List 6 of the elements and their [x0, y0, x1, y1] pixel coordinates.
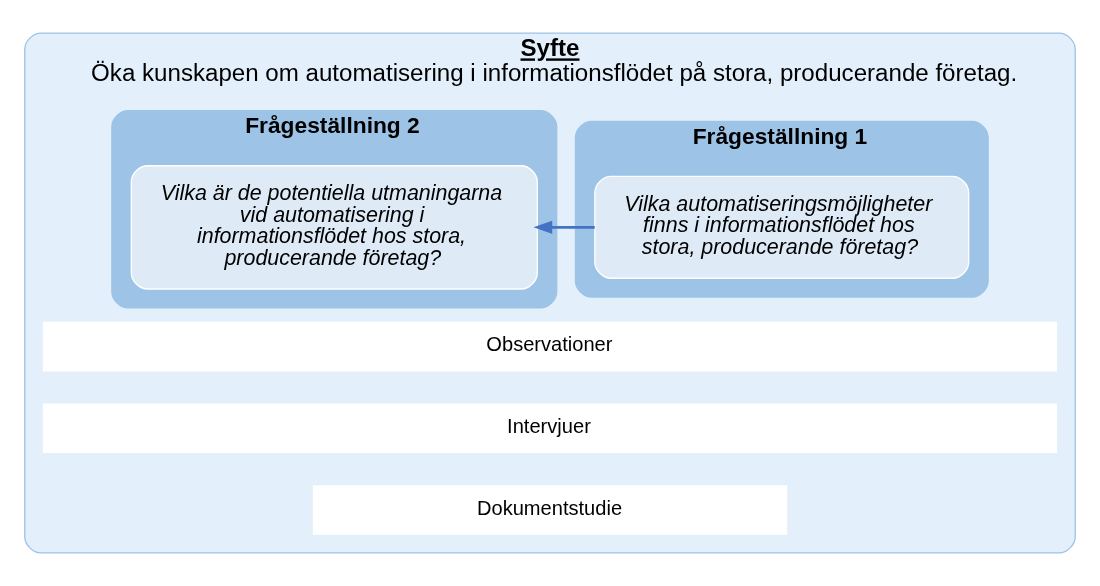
node-box: Vilka automatiseringsmöjligheter finns i informationsflödet hos stora, producerande företag?: [594, 175, 970, 279]
arrow: [533, 220, 595, 234]
node-box: Vilka är de potentiella utmaningarna vid automatisering i informationsflödet hos stora, producerande företag?: [130, 165, 538, 290]
node-box: Intervjuer: [42, 403, 1058, 454]
node-box: Observationer: [42, 321, 1058, 372]
node-box: Dokumentstudie: [312, 485, 788, 535]
